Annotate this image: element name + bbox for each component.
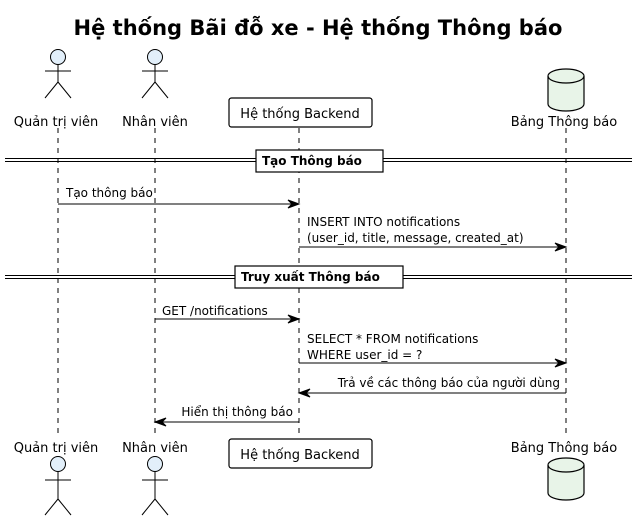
participant-label: Nhân viên — [122, 115, 188, 130]
arrowhead-right-icon — [287, 199, 301, 209]
message-return-notifications: Trả về các thông báo của người dùng — [297, 376, 566, 398]
message-create-notification: Tạo thông báo — [58, 186, 301, 209]
message-label: Hiển thị thông báo — [181, 405, 293, 419]
actor-head — [147, 456, 163, 472]
message-get-notifications: GET /notifications — [155, 304, 301, 324]
participant-box — [228, 438, 373, 469]
actor-head — [147, 49, 163, 65]
participant-label: Hệ thống Backend — [240, 107, 359, 122]
divider-retrieve-notification: Truy xuất Thông báo — [5, 265, 632, 289]
participant-label: Bảng Thông báo — [511, 115, 617, 130]
database-cylinder-icon — [547, 68, 585, 112]
divider-label: Truy xuất Thông báo — [241, 270, 380, 284]
actor-head — [50, 456, 66, 472]
participant-backend-top[interactable]: Hệ thống Backend — [228, 97, 373, 128]
message-label: INSERT INTO notifications — [307, 215, 460, 229]
actor-stick-figure-icon — [44, 456, 72, 516]
participant-admin-bottom[interactable]: Quản trị viên — [14, 441, 99, 516]
message-label: Tạo thông báo — [65, 186, 153, 200]
participant-label: Quản trị viên — [14, 441, 99, 456]
arrowhead-right-icon — [554, 242, 568, 252]
participant-notif-table-bottom[interactable]: Bảng Thông báo — [511, 441, 617, 501]
message-label: WHERE user_id = ? — [307, 348, 422, 362]
actor-stick-figure-icon — [141, 456, 169, 516]
arrowhead-right-icon — [287, 314, 301, 324]
actor-stick-figure-icon — [141, 49, 169, 99]
participant-admin-top[interactable]: Quản trị viên — [14, 49, 99, 131]
message-label: GET /notifications — [162, 304, 268, 318]
message-label: SELECT * FROM notifications — [307, 332, 478, 346]
message-display-notifications: Hiển thị thông báo — [153, 405, 299, 427]
divider-create-notification: Tạo Thông báo — [5, 149, 632, 173]
participant-backend-bottom[interactable]: Hệ thống Backend — [228, 438, 373, 469]
message-label: Trả về các thông báo của người dùng — [337, 376, 560, 390]
message-select-from: SELECT * FROM notifications WHERE user_i… — [299, 332, 568, 368]
participant-notif-table-top[interactable]: Bảng Thông báo — [511, 68, 617, 130]
database-cylinder-icon — [547, 457, 585, 501]
participant-label: Nhân viên — [122, 441, 188, 456]
participant-label: Quản trị viên — [14, 115, 99, 130]
actor-stick-figure-icon — [44, 49, 72, 99]
arrowhead-left-icon — [297, 388, 311, 398]
actor-head — [50, 49, 66, 65]
participant-staff-bottom[interactable]: Nhân viên — [122, 441, 188, 516]
participant-label: Hệ thống Backend — [240, 448, 359, 463]
arrowhead-left-icon — [153, 417, 167, 427]
participant-label: Bảng Thông báo — [511, 441, 617, 456]
message-label: (user_id, title, message, created_at) — [307, 231, 524, 245]
diagram-title: Hệ thống Bãi đỗ xe - Hệ thống Thông báo — [74, 16, 563, 40]
message-insert-into: INSERT INTO notifications (user_id, titl… — [299, 215, 568, 252]
arrowhead-right-icon — [554, 358, 568, 368]
participant-staff-top[interactable]: Nhân viên — [122, 49, 188, 131]
participant-box — [228, 97, 373, 128]
divider-label: Tạo Thông báo — [262, 154, 362, 168]
